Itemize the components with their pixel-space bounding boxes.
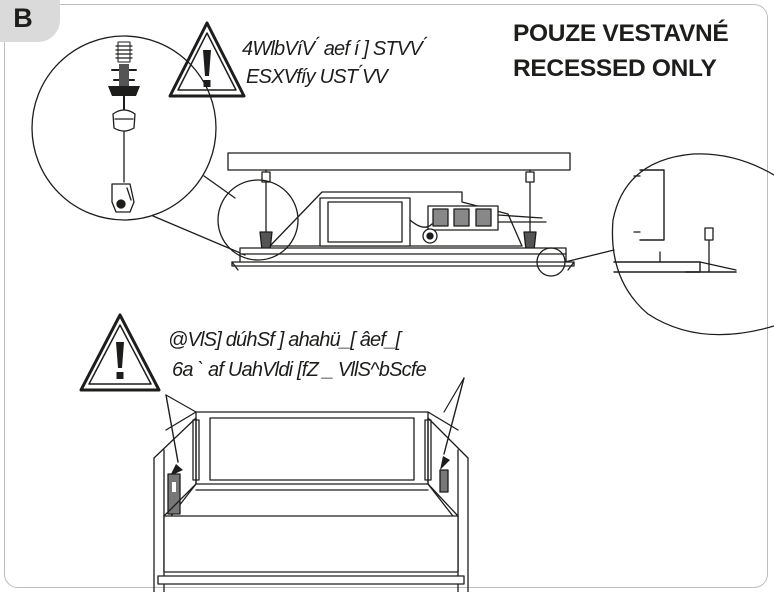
- warning-triangle-icon: [168, 21, 246, 98]
- ceiling-slab: [227, 152, 571, 171]
- leader-line: [564, 249, 615, 263]
- section-letter: B: [13, 3, 33, 33]
- warning-triangle-icon: [79, 313, 161, 392]
- diagram-frame: [4, 4, 768, 588]
- warning-1-line-1: 4WlbVíV ́ aef í ] STVV ́: [242, 38, 428, 60]
- hanger-detail-magnifier: [31, 35, 246, 256]
- fixture-perspective-view: [153, 377, 469, 592]
- detail-circle-left: [217, 179, 299, 261]
- fixture-side-view: [231, 169, 575, 271]
- warning-2-line-1: @VlS] dúhSf ] ahahü_[ âef_[: [168, 329, 401, 351]
- title-english: RECESSED ONLY: [513, 55, 717, 82]
- warning-1-line-2: ESXVfíy UST ́VV: [246, 66, 388, 88]
- section-badge: B: [0, 0, 60, 42]
- title-czech: POUZE VESTAVNÉ: [513, 20, 729, 47]
- ceiling-edge-magnifier: [611, 153, 774, 336]
- warning-2-line-2: 6a ` af UahVldi [fZ _ VllS^bScfe: [172, 359, 427, 381]
